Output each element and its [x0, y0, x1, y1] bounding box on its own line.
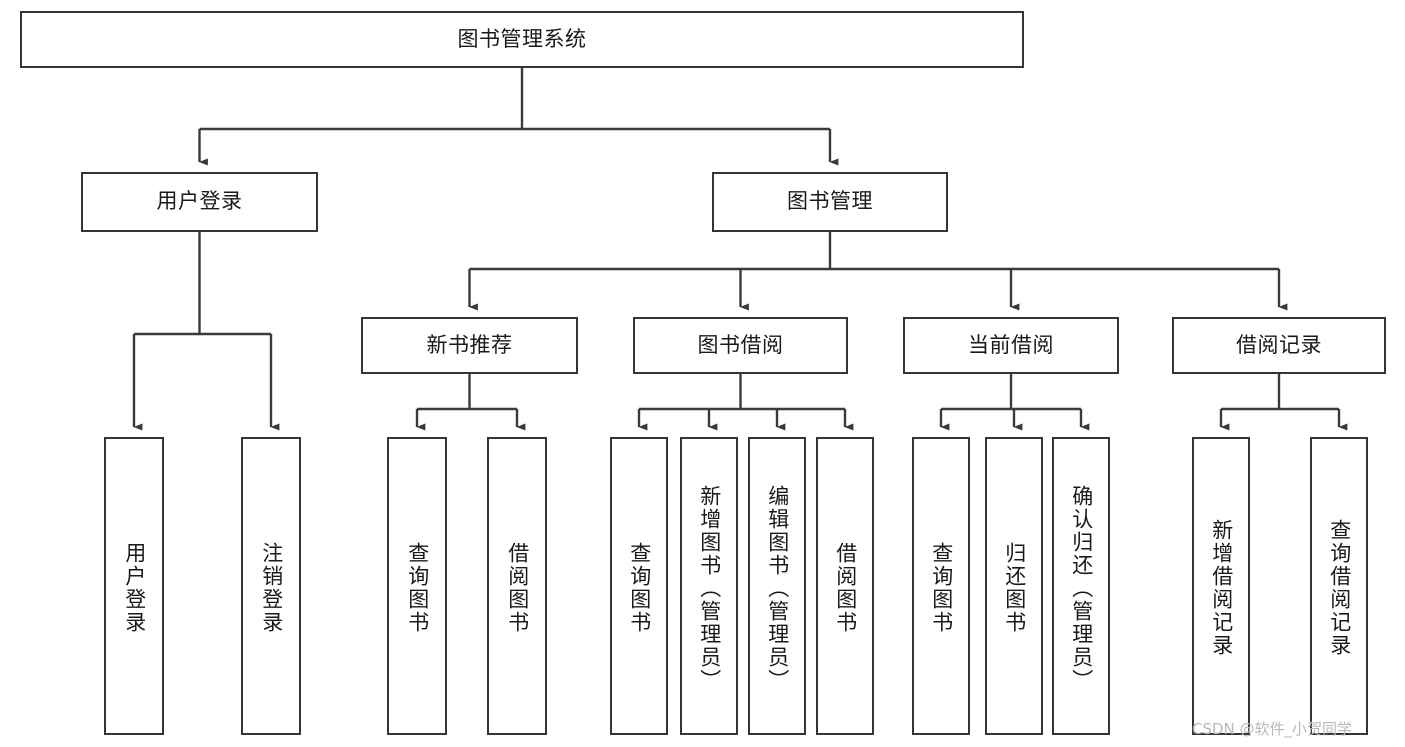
- node-label: 图书管理系统: [457, 26, 587, 51]
- node-label: 新增借阅记录: [1209, 519, 1234, 657]
- node-leaf-user-login[interactable]: 用户登录: [104, 437, 164, 735]
- node-label: 借阅图书: [505, 542, 530, 634]
- node-leaf-query-book-3[interactable]: 查询图书: [912, 437, 970, 735]
- node-label: 查询图书: [627, 542, 652, 634]
- node-label: 新书推荐: [426, 332, 513, 357]
- node-leaf-query-book-1[interactable]: 查询图书: [387, 437, 447, 735]
- node-label: 新增图书（管理员）: [697, 484, 722, 692]
- node-book-borrow[interactable]: 图书借阅: [633, 317, 848, 374]
- node-label: 查询图书: [405, 542, 430, 634]
- node-leaf-edit-book[interactable]: 编辑图书（管理员）: [748, 437, 806, 735]
- node-label: 当前借阅: [968, 332, 1054, 357]
- node-label: 查询借阅记录: [1327, 519, 1352, 657]
- node-label: 借阅记录: [1236, 332, 1322, 357]
- node-borrow-record[interactable]: 借阅记录: [1172, 317, 1386, 374]
- node-current-borrow[interactable]: 当前借阅: [903, 317, 1119, 374]
- node-root[interactable]: 图书管理系统: [20, 11, 1024, 68]
- node-label: 用户登录: [156, 189, 243, 214]
- node-label: 确认归还（管理员）: [1069, 484, 1094, 692]
- node-user-login[interactable]: 用户登录: [81, 172, 318, 232]
- node-label: 借阅图书: [833, 542, 858, 634]
- node-leaf-return-book[interactable]: 归还图书: [985, 437, 1043, 735]
- node-label: 用户登录: [122, 542, 147, 634]
- node-book-manage[interactable]: 图书管理: [712, 172, 948, 232]
- node-leaf-user-logout[interactable]: 注销登录: [241, 437, 301, 735]
- node-new-book-rec[interactable]: 新书推荐: [361, 317, 578, 374]
- node-leaf-borrow-book-1[interactable]: 借阅图书: [487, 437, 547, 735]
- node-leaf-query-book-2[interactable]: 查询图书: [610, 437, 668, 735]
- node-label: 查询图书: [929, 542, 954, 634]
- node-leaf-borrow-book-2[interactable]: 借阅图书: [816, 437, 874, 735]
- node-leaf-query-record[interactable]: 查询借阅记录: [1310, 437, 1368, 735]
- node-label: 注销登录: [259, 542, 284, 634]
- node-leaf-confirm-return[interactable]: 确认归还（管理员）: [1052, 437, 1110, 735]
- node-label: 图书管理: [787, 189, 873, 214]
- node-label: 归还图书: [1002, 542, 1027, 634]
- node-leaf-add-record[interactable]: 新增借阅记录: [1192, 437, 1250, 735]
- node-label: 图书借阅: [697, 332, 784, 357]
- node-leaf-add-book[interactable]: 新增图书（管理员）: [680, 437, 738, 735]
- node-label: 编辑图书（管理员）: [765, 484, 790, 692]
